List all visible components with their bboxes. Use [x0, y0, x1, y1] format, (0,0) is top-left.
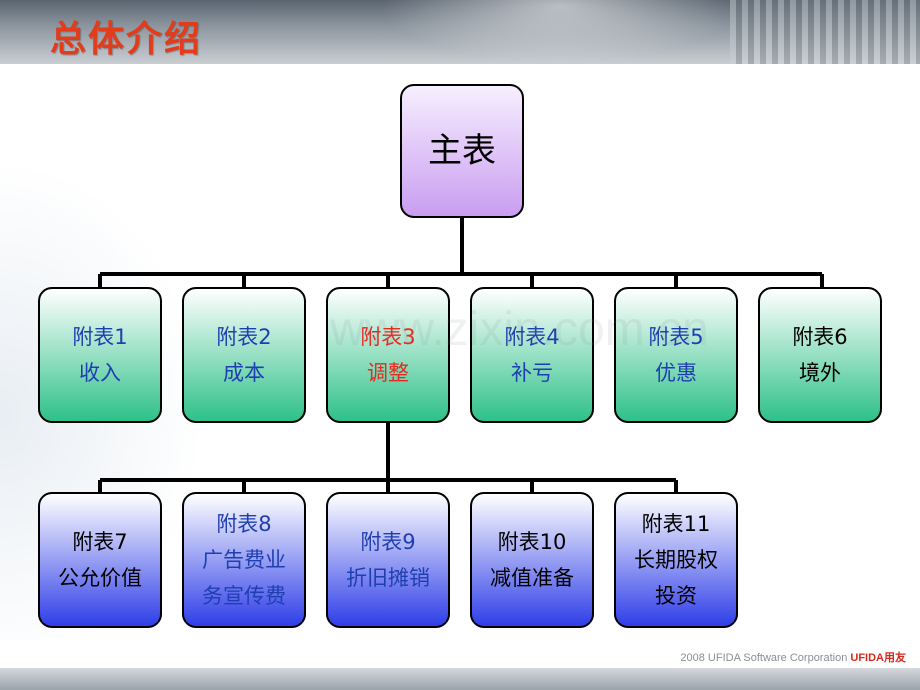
node-label-line1: 附表8: [216, 512, 272, 536]
footer-copyright: 2008 UFIDA Software Corporation UFIDA用友: [680, 649, 906, 665]
node-label-line1: 附表3: [360, 325, 416, 349]
page-title: 总体介绍: [50, 19, 203, 60]
node-label-line2: 成本: [223, 361, 265, 385]
node-schedule-11: 附表11 长期股权 投资: [614, 492, 738, 628]
footer-brand-logo: UFIDA用友: [850, 652, 906, 664]
node-label-line3: 投资: [655, 584, 697, 608]
node-label-line1: 附表4: [504, 325, 560, 349]
node-label-line2: 广告费业: [202, 548, 286, 572]
node-label-line2: 减值准备: [490, 566, 574, 590]
header-building-image: [730, 0, 920, 64]
node-schedule-3: 附表3 调整: [326, 287, 450, 423]
node-label-line1: 附表9: [360, 530, 416, 554]
node-label-line1: 附表11: [641, 512, 711, 536]
node-label-line2: 境外: [799, 361, 841, 385]
node-main-table-label: 主表: [428, 131, 496, 171]
node-label-line2: 收入: [79, 361, 121, 385]
node-label-line2: 折旧摊销: [346, 566, 430, 590]
node-label-line2: 优惠: [655, 361, 697, 385]
node-schedule-7: 附表7 公允价值: [38, 492, 162, 628]
node-label-line1: 附表6: [792, 325, 848, 349]
header-banner: [0, 0, 920, 64]
watermark: www.zixin.com.cn: [330, 303, 709, 356]
footer-bar: [0, 668, 920, 690]
node-schedule-5: 附表5 优惠: [614, 287, 738, 423]
node-label-line3: 务宣传费: [202, 584, 286, 608]
node-schedule-4: 附表4 补亏: [470, 287, 594, 423]
header-sky: [380, 0, 740, 64]
footer-copyright-text: 2008 UFIDA Software Corporation: [680, 652, 848, 664]
node-schedule-2: 附表2 成本: [182, 287, 306, 423]
node-label-line1: 附表10: [497, 530, 567, 554]
node-schedule-1: 附表1 收入: [38, 287, 162, 423]
node-label-line1: 附表2: [216, 325, 272, 349]
node-label-line1: 附表5: [648, 325, 704, 349]
node-label-line2: 补亏: [511, 361, 553, 385]
node-schedule-9: 附表9 折旧摊销: [326, 492, 450, 628]
node-label-line1: 附表7: [72, 530, 128, 554]
node-schedule-6: 附表6 境外: [758, 287, 882, 423]
node-label-line1: 附表1: [72, 325, 128, 349]
node-label-line2: 公允价值: [58, 566, 142, 590]
node-schedule-10: 附表10 减值准备: [470, 492, 594, 628]
node-label-line2: 调整: [367, 361, 409, 385]
node-main-table: 主表: [400, 84, 524, 218]
node-schedule-8: 附表8 广告费业 务宣传费: [182, 492, 306, 628]
node-label-line2: 长期股权: [634, 548, 718, 572]
